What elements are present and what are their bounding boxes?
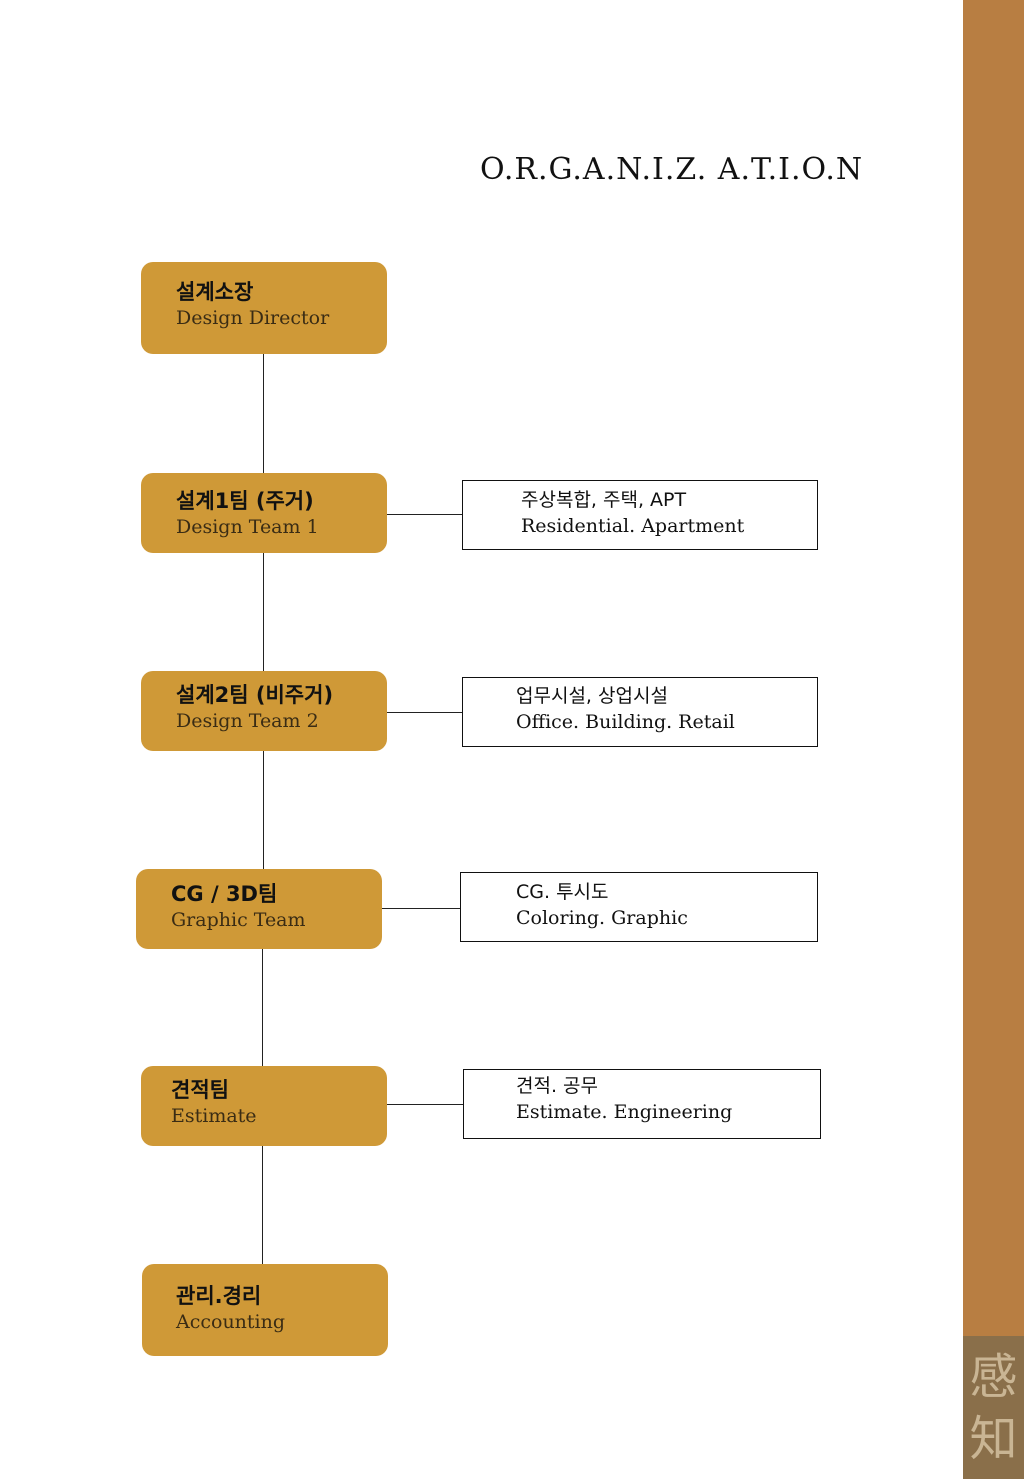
node-design-director: 설계소장 Design Director [141,262,387,354]
seal-char-1: 感 [969,1348,1018,1405]
connector-vertical [263,751,264,870]
node-design-team-1: 설계1팀 (주거) Design Team 1 [141,473,387,553]
desc-text-ko: 견적. 공무 [516,1075,598,1097]
node-design-team-2: 설계2팀 (비주거) Design Team 2 [141,671,387,751]
connector-vertical [262,949,263,1067]
desc-estimate: 견적. 공무 Estimate. Engineering [463,1069,821,1139]
desc-text-ko: CG. 투시도 [516,881,609,903]
seal-char-2: 知 [969,1410,1018,1467]
node-title-en: Graphic Team [171,909,306,931]
node-title-ko: CG / 3D팀 [171,882,278,906]
node-title-ko: 관리.경리 [176,1284,262,1308]
node-title-en: Accounting [176,1311,286,1333]
side-band [963,0,1024,1479]
connector-vertical [263,553,264,672]
desc-text-en: Coloring. Graphic [516,907,688,929]
desc-text-en: Estimate. Engineering [516,1101,733,1123]
node-title-en: Estimate [171,1105,257,1127]
page-title: O.R.G.A.N.I.Z. A.T.I.O.N [480,152,864,187]
desc-design-team-1: 주상복합, 주택, APT Residential. Apartment [462,480,818,550]
node-graphic-team: CG / 3D팀 Graphic Team [136,869,382,949]
connector-horizontal [387,514,463,515]
desc-text-en: Office. Building. Retail [516,711,735,733]
node-title-ko: 설계2팀 (비주거) [176,683,334,707]
node-accounting: 관리.경리 Accounting [142,1264,388,1356]
connector-horizontal [382,908,461,909]
desc-text-ko: 업무시설, 상업시설 [516,685,668,707]
connector-vertical [262,1146,263,1265]
connector-horizontal [387,1104,464,1105]
desc-design-team-2: 업무시설, 상업시설 Office. Building. Retail [462,677,818,747]
node-title-ko: 설계소장 [176,280,254,304]
node-title-en: Design Director [176,307,330,329]
desc-text-ko: 주상복합, 주택, APT [521,489,687,511]
node-title-en: Design Team 1 [176,516,319,538]
node-title-ko: 설계1팀 (주거) [176,489,314,513]
connector-horizontal [387,712,463,713]
node-title-en: Design Team 2 [176,710,319,732]
node-estimate: 견적팀 Estimate [141,1066,387,1146]
node-title-ko: 견적팀 [171,1078,229,1102]
connector-vertical [263,354,264,474]
desc-text-en: Residential. Apartment [521,515,745,537]
seal-logo: 感 知 [963,1336,1024,1479]
desc-graphic-team: CG. 투시도 Coloring. Graphic [460,872,818,942]
